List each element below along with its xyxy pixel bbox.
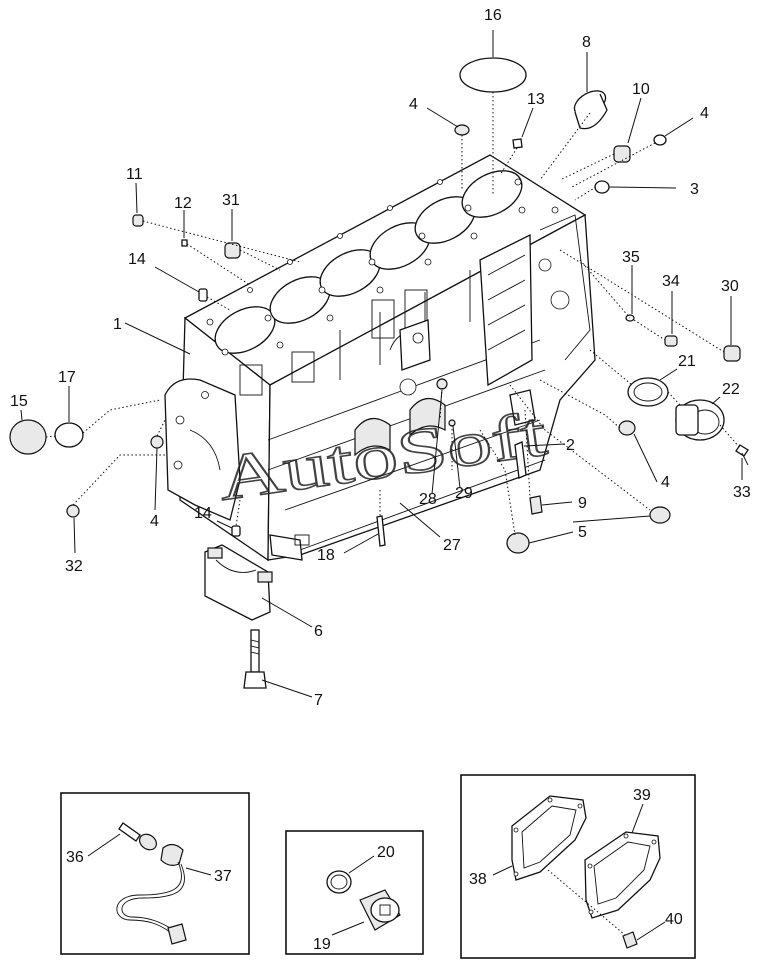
callout-4-top: 4 xyxy=(409,96,418,113)
callout-6: 6 xyxy=(314,623,323,640)
callout-36: 36 xyxy=(66,849,84,866)
callout-14-lower: 14 xyxy=(194,505,212,522)
callout-3: 3 xyxy=(690,181,699,198)
callout-38: 38 xyxy=(469,871,487,888)
callout-4-right: 4 xyxy=(661,474,670,491)
callout-19: 19 xyxy=(313,936,331,953)
cylinder-block xyxy=(164,154,596,562)
callout-17: 17 xyxy=(58,369,76,386)
callout-29: 29 xyxy=(455,485,473,502)
callout-34: 34 xyxy=(662,273,680,290)
leader-lines xyxy=(20,30,743,698)
callout-28: 28 xyxy=(419,491,437,508)
main-bearing-cap xyxy=(204,544,273,621)
callout-21: 21 xyxy=(678,353,696,370)
callout-2: 2 xyxy=(566,437,575,454)
callout-39: 39 xyxy=(633,787,651,804)
callout-30: 30 xyxy=(721,278,739,295)
inset-sensor-harness: 36 37 xyxy=(60,792,250,955)
callout-27: 27 xyxy=(443,537,461,554)
callout-14-upper: 14 xyxy=(128,251,146,268)
callout-32: 32 xyxy=(65,558,83,575)
cap-bolt xyxy=(243,629,267,689)
callout-1: 1 xyxy=(113,316,122,333)
callout-10: 10 xyxy=(632,81,650,98)
callout-4-left: 4 xyxy=(150,513,159,530)
callout-20: 20 xyxy=(377,844,395,861)
callout-16: 16 xyxy=(484,7,502,24)
callout-35: 35 xyxy=(622,249,640,266)
callout-5: 5 xyxy=(578,524,587,541)
callout-7: 7 xyxy=(314,692,323,709)
callout-8: 8 xyxy=(582,34,591,51)
callout-labels: 1 2 3 4 4 4 4 5 6 7 8 9 10 11 12 13 14 1… xyxy=(10,7,751,709)
callout-18: 18 xyxy=(317,547,335,564)
callout-4-top-right: 4 xyxy=(700,105,709,122)
assembly-lines xyxy=(45,92,741,536)
callout-15: 15 xyxy=(10,393,28,410)
callout-40: 40 xyxy=(665,911,683,928)
callout-13: 13 xyxy=(527,91,545,108)
inset-cover-gasket: 38 39 40 xyxy=(460,774,696,959)
callout-12: 12 xyxy=(174,195,192,212)
callout-37: 37 xyxy=(214,868,232,885)
callout-9: 9 xyxy=(578,495,587,512)
callout-22: 22 xyxy=(722,381,740,398)
callout-31: 31 xyxy=(222,192,240,209)
callout-11: 11 xyxy=(126,166,143,183)
inset-plug-oring: 20 19 xyxy=(285,830,424,955)
callout-33: 33 xyxy=(733,484,751,501)
